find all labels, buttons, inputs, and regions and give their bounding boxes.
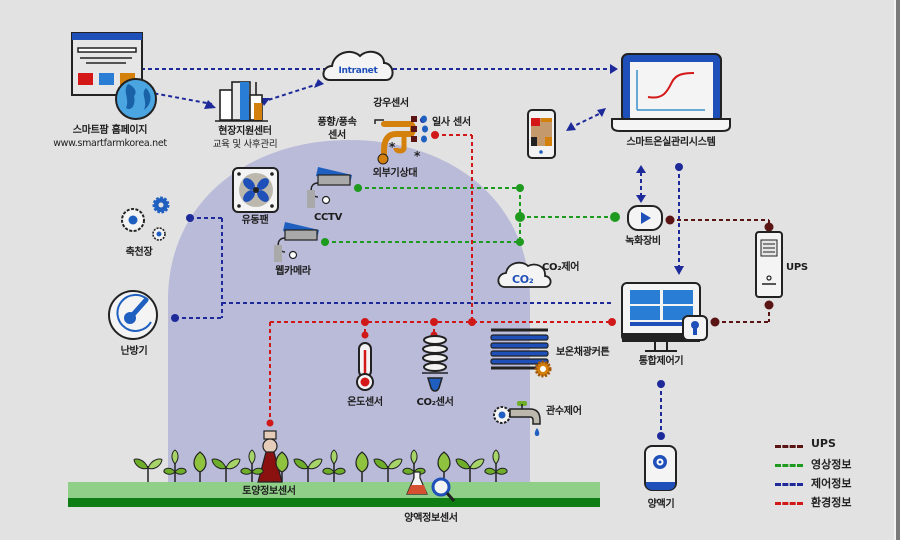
homepage-label: 스마트팜 홈페이지 (72, 125, 148, 136)
plant-icon (133, 458, 163, 482)
heater-label: 난방기 (120, 346, 148, 357)
ups-label: UPS (786, 262, 808, 273)
soil-sensor-label: 토양정보센서 (242, 486, 296, 497)
plant-icon (240, 449, 264, 482)
play-recorder-icon (627, 205, 663, 231)
arrow-head-icon (636, 195, 646, 203)
irrigation-label: 관수제어 (546, 406, 582, 417)
integrated-controller-label: 통합제어기 (638, 356, 684, 367)
curtain-gear-icon (490, 328, 552, 378)
rain-sensor-label: 강우센서 (373, 98, 409, 109)
flask-magnifier-icon (406, 471, 456, 502)
plant-icon (437, 451, 451, 482)
plant-icon (373, 458, 403, 482)
environment-dots (266, 131, 616, 427)
legend-label: 제어정보 (811, 477, 852, 490)
thermometer-icon (356, 342, 374, 391)
legend-swatch (775, 445, 803, 448)
smartphone-icon (527, 109, 556, 159)
arrow-head-icon (204, 100, 216, 109)
arrow-head-icon (636, 165, 646, 173)
web-page-globe-icon (71, 32, 157, 120)
legend-label: UPS (811, 437, 836, 450)
arrow-head-icon (674, 266, 684, 275)
svg-text:*: * (414, 149, 421, 163)
ground-base (68, 498, 600, 507)
weather-station-icon: * * (374, 115, 428, 165)
ups-dots (665, 215, 774, 327)
plant-icon (355, 451, 369, 482)
arrow-head-icon (566, 122, 576, 131)
cctv-camera-icon (307, 167, 352, 208)
plant-icon (211, 458, 241, 482)
support-center-label: 현장지원센터 (218, 126, 272, 137)
cctv-label: CCTV (313, 212, 343, 223)
legend-label: 영상정보 (811, 458, 852, 471)
heater-dial-icon (108, 290, 158, 340)
co2-control-label: CO₂제어 (542, 262, 580, 273)
weather-station-label: 외부기상대 (372, 168, 418, 179)
frame-edge (896, 0, 900, 540)
laptop-chart-icon (611, 53, 731, 132)
gears-icon (121, 196, 170, 241)
legend-swatch (775, 464, 803, 467)
web-camera-icon (274, 222, 319, 262)
plant-icon (293, 458, 323, 482)
intranet-label: Intranet (338, 66, 378, 76)
fan-icon (232, 167, 279, 213)
arrow-head-icon (597, 108, 606, 117)
environment-info-lines (269, 134, 612, 424)
plant-icon (193, 451, 207, 482)
wind-sensor-label: 풍향/풍속 (317, 117, 357, 128)
co2-bulb-sensor-icon (422, 335, 448, 392)
solar-sensor-label: 일사 센서 (432, 117, 471, 128)
nutrient-sensor-label: 양액정보센서 (404, 513, 458, 524)
arrow-head-icon (314, 79, 324, 88)
recorder-label: 녹화장비 (625, 236, 661, 247)
temp-sensor-label: 온도센서 (347, 397, 383, 408)
management-system-label: 스마트온실관리시스템 (626, 137, 716, 148)
webcam-label: 웹카메라 (275, 266, 311, 277)
wind-sensor-sublabel: 센서 (328, 130, 346, 141)
plant-icon (484, 449, 508, 482)
ups-tower-icon (755, 231, 783, 298)
cloud-icon (322, 50, 394, 81)
plant-icon (322, 449, 346, 482)
fan-label: 유동팬 (241, 215, 269, 226)
co2-cloud-icon (497, 261, 552, 288)
legend-swatch (775, 502, 803, 505)
video-dots (321, 184, 620, 246)
thermal-curtain-label: 보온채광커튼 (556, 347, 610, 358)
faucet-gear-icon (493, 401, 541, 436)
frame-edge-highlight (894, 0, 896, 540)
homepage-url-link[interactable]: www.smartfarmkorea.net (53, 138, 167, 149)
livestock-label: 축천장 (125, 247, 153, 258)
ground-soil (68, 482, 600, 498)
monitor-lock-icon (621, 282, 708, 352)
svg-text:*: * (389, 140, 396, 154)
co2-cloud-text: CO₂ (512, 273, 534, 286)
plant-icon (455, 458, 485, 482)
video-info-lines (325, 187, 615, 243)
arrow-head-icon (610, 64, 618, 74)
buildings-icon (215, 81, 268, 122)
legend-label: 환경정보 (811, 496, 852, 509)
plant-icon (275, 451, 289, 482)
plant-row (133, 449, 508, 482)
support-center-sublabel: 교육 및 사후관리 (212, 139, 278, 150)
nutrient-dispenser-icon (644, 445, 677, 491)
nutrient-dispenser-label: 양액기 (647, 499, 675, 510)
plant-icon (163, 449, 187, 482)
greenhouse-dome (168, 140, 530, 483)
legend-swatch (775, 483, 803, 486)
co2-sensor-label: CO₂센서 (416, 397, 454, 408)
